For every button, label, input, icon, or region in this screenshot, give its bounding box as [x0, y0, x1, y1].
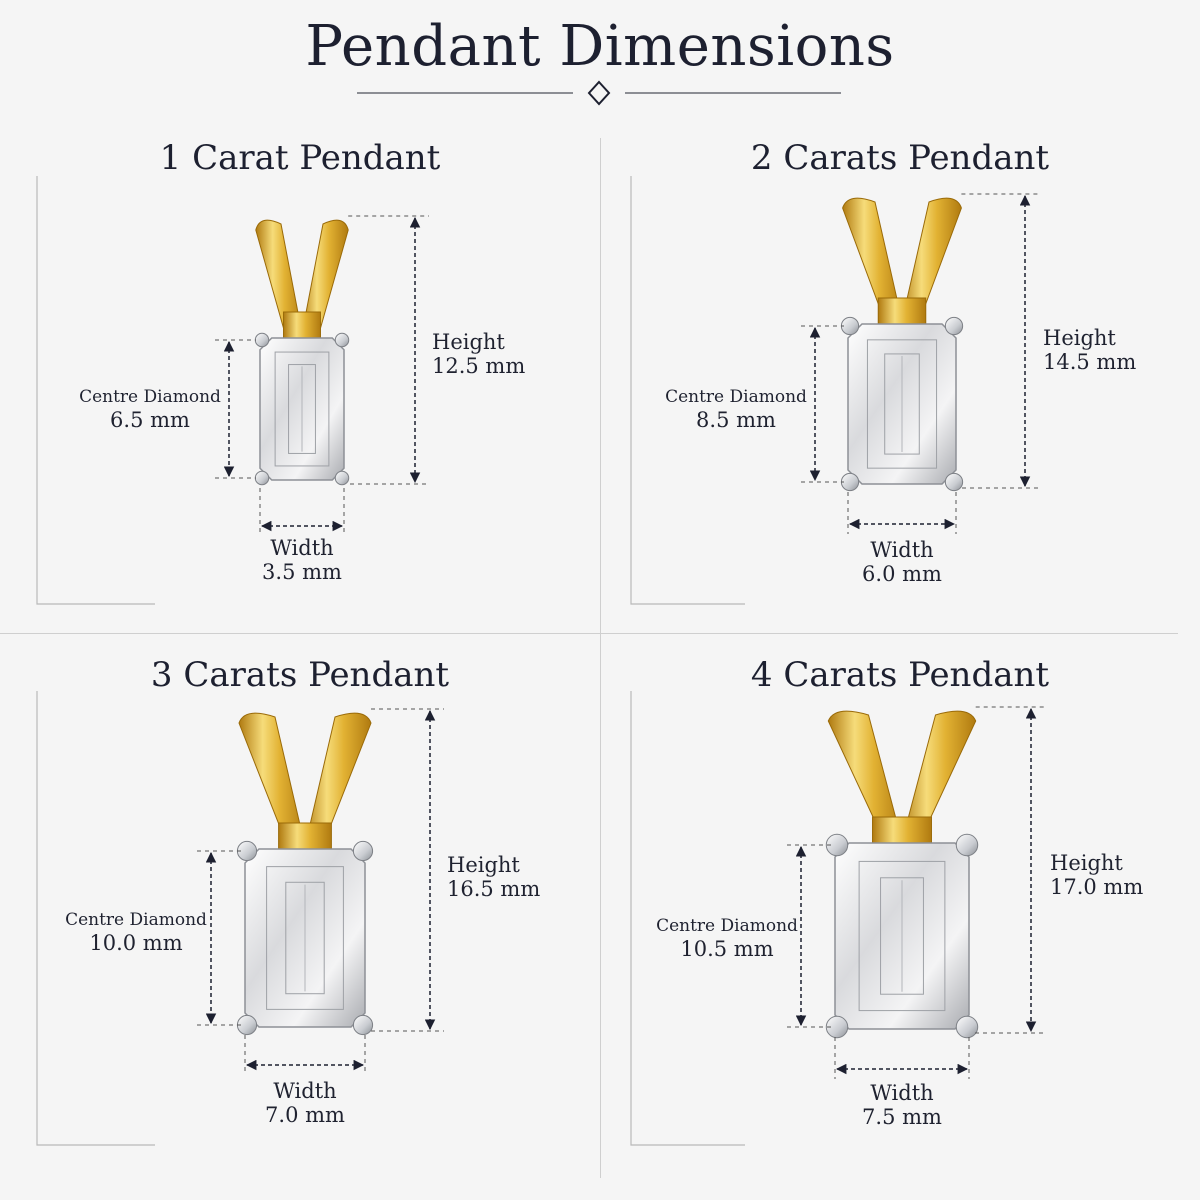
width-value: 3.5 mm: [262, 560, 342, 585]
pendant-illustration: [36, 176, 429, 605]
height-label: Height: [447, 853, 520, 877]
diamond-facet-step: [274, 351, 330, 467]
prong-claw: [352, 1014, 374, 1036]
bail-base: [872, 816, 932, 846]
quadrant-divider-horizontal: [0, 633, 1178, 634]
panel-title: 4 Carats Pendant: [750, 655, 1050, 695]
diamond-facet-step: [880, 877, 924, 995]
prong-claw: [955, 833, 979, 857]
height-label: Height: [1050, 851, 1123, 875]
panel-frame-corner: [36, 691, 155, 1146]
prong-claw: [254, 470, 270, 486]
width-label: Width: [870, 1081, 934, 1105]
panel-title: 3 Carats Pendant: [150, 655, 450, 695]
height-value: 12.5 mm: [432, 354, 526, 379]
prong-claw: [944, 472, 964, 492]
quadrant-divider-vertical: [600, 138, 601, 1178]
page-title: Pendant Dimensions: [305, 14, 895, 79]
centre-diamond-value: 6.5 mm: [110, 407, 190, 432]
height-label: Height: [1043, 326, 1116, 350]
width-label: Width: [870, 538, 934, 562]
prong-claw: [254, 332, 270, 348]
pendant-illustration: [630, 176, 1039, 605]
height-label: Height: [432, 330, 505, 354]
prong-claw: [944, 316, 964, 336]
prong-claw: [352, 840, 374, 862]
bail-base: [877, 297, 927, 327]
width-value: 7.0 mm: [265, 1103, 345, 1128]
prong-claw: [955, 1015, 979, 1039]
centre-diamond-label: Centre Diamond: [665, 387, 807, 407]
prong-claw: [334, 470, 350, 486]
centre-diamond-value: 10.0 mm: [89, 930, 183, 955]
centre-diamond-value: 10.5 mm: [680, 936, 774, 961]
centre-diamond-label: Centre Diamond: [65, 910, 207, 930]
centre-diamond-label: Centre Diamond: [79, 387, 221, 407]
height-value: 17.0 mm: [1050, 875, 1144, 900]
diamond-facet-step: [266, 866, 344, 1010]
bail-base: [278, 822, 332, 852]
diamond-ornament-icon: [587, 80, 611, 106]
prong-claw: [825, 1015, 849, 1039]
height-value: 14.5 mm: [1043, 350, 1137, 375]
diamond-facet-step: [288, 364, 316, 454]
bail-base: [283, 311, 321, 341]
title-ornament: [357, 80, 841, 106]
centre-diamond-value: 8.5 mm: [696, 407, 776, 432]
diamond-facet-step: [858, 860, 946, 1012]
pendant-illustration: [36, 691, 444, 1146]
panel-frame-corner: [630, 691, 745, 1146]
panel-frame-corner: [36, 176, 155, 605]
width-label: Width: [273, 1079, 337, 1103]
width-value: 7.5 mm: [862, 1105, 942, 1130]
panel-frame-corner: [630, 176, 745, 605]
panel-title: 1 Carat Pendant: [159, 138, 441, 178]
diamond-facet-step: [884, 353, 920, 455]
prong-claw: [825, 833, 849, 857]
diamond-facet-step: [866, 339, 938, 469]
diamond-facet-step: [285, 881, 325, 995]
width-value: 6.0 mm: [862, 562, 942, 587]
pendant-illustration: [630, 691, 1045, 1146]
width-label: Width: [270, 536, 334, 560]
height-value: 16.5 mm: [447, 877, 541, 902]
panel-title: 2 Carats Pendant: [750, 138, 1050, 178]
prong-claw: [334, 332, 350, 348]
centre-diamond-label: Centre Diamond: [656, 916, 798, 936]
